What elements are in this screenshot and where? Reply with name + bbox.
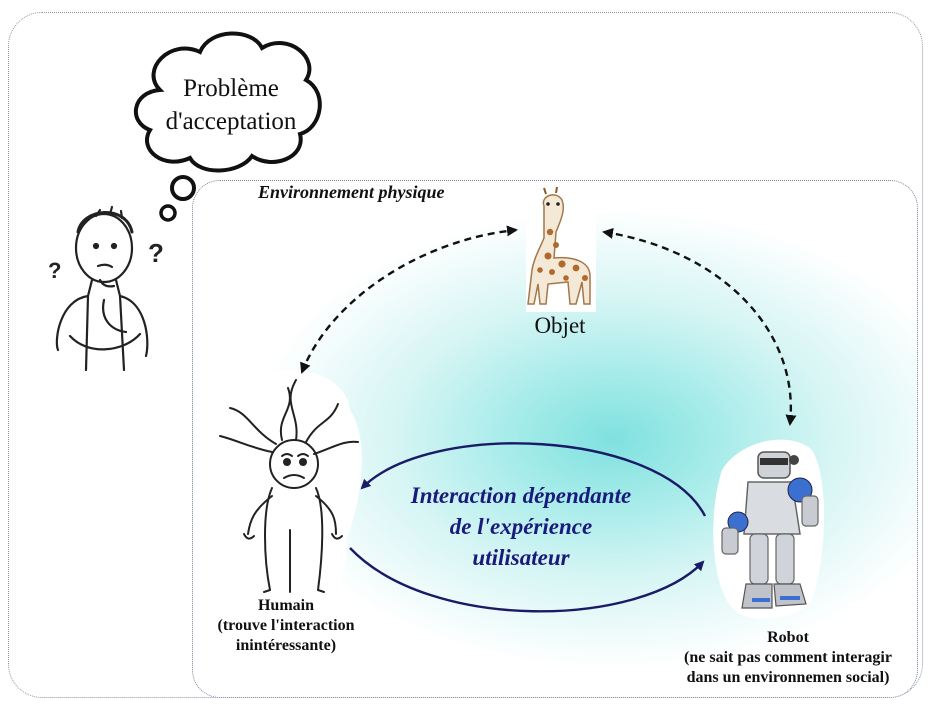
human-label: Humain (trouve l'interaction inintéressa… xyxy=(196,596,376,656)
robot-label: Robot (ne sait pas comment interagir dan… xyxy=(650,628,926,688)
dashed-arrow-human-object xyxy=(300,225,518,374)
object-label: Objet xyxy=(534,313,586,338)
interaction-line1: Interaction dépendante xyxy=(410,483,632,508)
cartoon-human-illustration xyxy=(199,369,362,599)
dashed-arrow-object-robot xyxy=(602,227,797,426)
human-note-line1: (trouve l'interaction xyxy=(217,617,355,634)
thought-dot-small xyxy=(159,204,177,222)
giraffe-image xyxy=(526,186,596,312)
human-note-line2: inintéressante) xyxy=(235,637,337,654)
interaction-label: Interaction dépendante de l'expérience u… xyxy=(376,480,666,573)
svg-text:?: ? xyxy=(148,238,164,268)
thought-cloud xyxy=(133,31,322,173)
interaction-line2: de l'expérience xyxy=(449,514,593,539)
interaction-line3: utilisateur xyxy=(472,545,570,570)
robot-image xyxy=(713,439,825,619)
human-name: Humain xyxy=(257,597,314,614)
thought-dot-large xyxy=(170,175,196,201)
thinking-person-illustration: ? ? xyxy=(48,205,164,372)
thought-text-line2: d'acceptation xyxy=(165,108,297,135)
interaction-arrow-bottom xyxy=(349,547,705,613)
robot-note-line2: dans un environnemen social) xyxy=(686,669,890,686)
robot-name: Robot xyxy=(767,629,809,646)
svg-text:?: ? xyxy=(48,258,61,283)
interaction-arrow-top xyxy=(360,442,707,517)
thought-text-line1: Problème xyxy=(183,75,279,102)
environment-label: Environnement physique xyxy=(258,182,445,202)
robot-note-line1: (ne sait pas comment interagir xyxy=(684,649,892,666)
thought-bubble-text: Problème d'acceptation xyxy=(148,72,314,138)
